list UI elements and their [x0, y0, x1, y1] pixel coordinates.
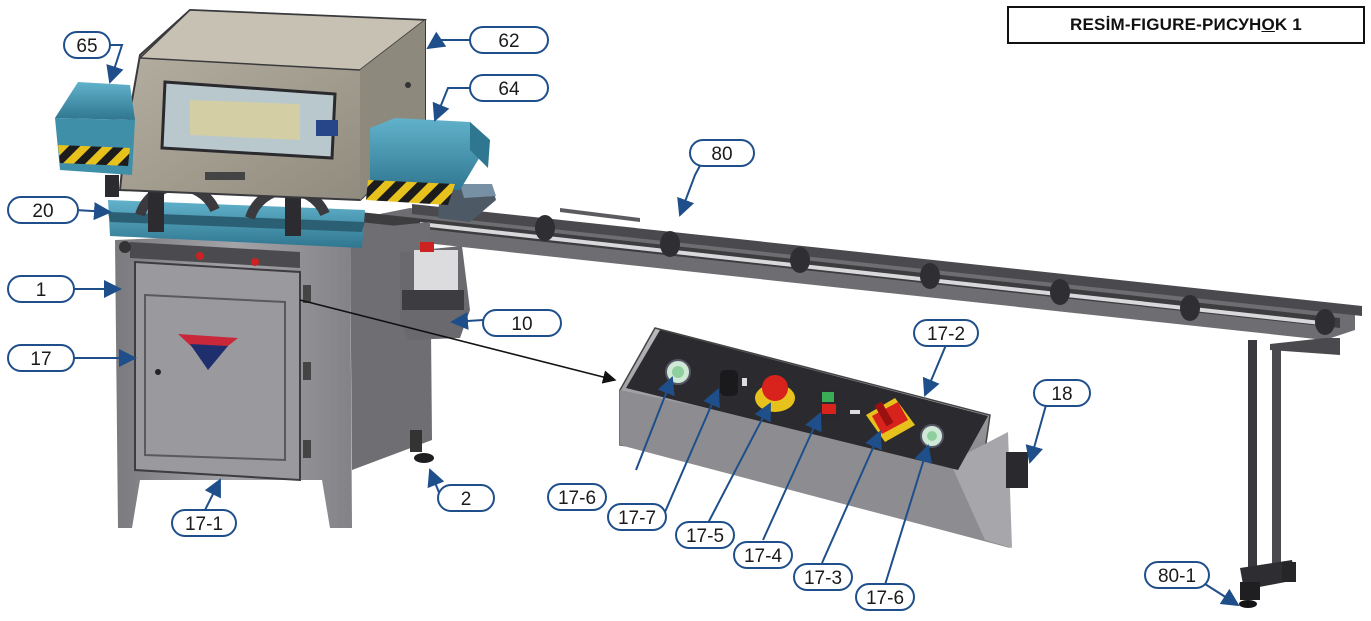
conveyor-support-legs	[1239, 340, 1296, 608]
svg-text:18: 18	[1051, 384, 1072, 405]
callout-1: 1	[7, 275, 75, 303]
callout-17-4: 17-4	[733, 541, 793, 569]
svg-text:80-1: 80-1	[1158, 566, 1196, 587]
svg-text:62: 62	[498, 31, 519, 52]
callout-10: 10	[482, 309, 562, 337]
svg-text:20: 20	[32, 201, 53, 222]
callout-17-2: 17-2	[913, 319, 979, 347]
svg-text:17-4: 17-4	[744, 546, 782, 567]
callout-17: 17	[7, 344, 75, 372]
callout-17-7: 17-7	[607, 503, 667, 531]
svg-text:17-6: 17-6	[866, 588, 904, 609]
svg-text:17-5: 17-5	[686, 526, 724, 547]
roller-conveyor	[360, 184, 1362, 355]
side-connector	[1006, 452, 1028, 488]
callout-80: 80	[689, 139, 755, 167]
callout-62: 62	[469, 26, 549, 54]
callout-17-6-left: 17-6	[547, 483, 607, 511]
svg-text:80: 80	[711, 144, 732, 165]
callout-17-1: 17-1	[171, 509, 237, 537]
control-panel-detail	[619, 327, 1028, 548]
svg-text:2: 2	[461, 489, 472, 510]
callout-17-6-right: 17-6	[855, 583, 915, 611]
svg-text:17-6: 17-6	[558, 488, 596, 509]
callout-80-1: 80-1	[1144, 561, 1210, 589]
callout-17-5: 17-5	[675, 521, 735, 549]
svg-text:17-1: 17-1	[185, 514, 223, 535]
svg-text:17-2: 17-2	[927, 324, 965, 345]
figure-title-box: RESİM-FIGURE-РИСУНOK 1	[1007, 6, 1365, 44]
callout-64: 64	[469, 74, 549, 102]
svg-text:17: 17	[30, 349, 51, 370]
svg-text:17-7: 17-7	[618, 508, 656, 529]
callout-2: 2	[437, 484, 495, 512]
callout-20: 20	[7, 196, 79, 224]
detail-arrow	[299, 299, 617, 384]
svg-text:1: 1	[36, 280, 47, 301]
callout-18: 18	[1033, 379, 1091, 407]
callout-65: 65	[63, 31, 111, 59]
figure-title: RESİM-FIGURE-РИСУНOK 1	[1070, 15, 1302, 34]
callout-17-3: 17-3	[793, 563, 853, 591]
svg-text:10: 10	[511, 314, 532, 335]
saw-machine	[55, 8, 490, 528]
key-switch	[720, 370, 738, 396]
svg-text:64: 64	[498, 79, 520, 100]
svg-text:65: 65	[76, 36, 97, 57]
svg-text:17-3: 17-3	[804, 568, 842, 589]
